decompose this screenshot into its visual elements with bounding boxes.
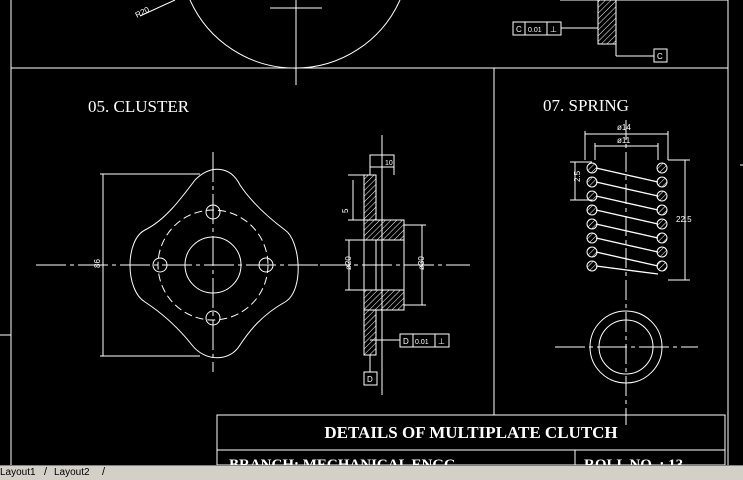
svg-text:C: C [657, 52, 663, 61]
roll-number-label: ROLL NO. : 13 [584, 457, 683, 465]
svg-text:5: 5 [341, 208, 350, 213]
cluster-tolerance-frame: D 0.01 ⊥ [399, 333, 450, 348]
cluster-section-view: 10 5 ø20 ø30 [320, 135, 470, 395]
svg-text:C: C [516, 25, 522, 34]
cluster-datum-box: D [363, 371, 378, 386]
cluster-front-view: 86 [36, 152, 328, 372]
tab-layout2[interactable]: Layout2 [54, 467, 90, 478]
svg-text:ø30: ø30 [417, 256, 426, 270]
spring-top-view [555, 310, 698, 384]
svg-text:D: D [403, 337, 409, 346]
cad-drawing: R20 C 0.01 ⊥ C 05. CLUSTER 86 [0, 0, 743, 465]
svg-text:22.5: 22.5 [676, 215, 692, 224]
drawing-canvas[interactable]: R20 C 0.01 ⊥ C 05. CLUSTER 86 [0, 0, 743, 465]
svg-text:2.5: 2.5 [573, 170, 582, 182]
svg-text:D: D [367, 375, 373, 384]
spring-title: 07. SPRING [543, 96, 629, 115]
title-block [216, 414, 726, 465]
svg-text:⊥: ⊥ [550, 25, 557, 34]
svg-text:ø11: ø11 [617, 136, 631, 145]
tab-separator: / [44, 466, 48, 478]
svg-text:10: 10 [385, 160, 393, 167]
svg-text:0.01: 0.01 [415, 339, 429, 346]
layout-tab-bar: Layout1 / Layout2 / [0, 465, 743, 480]
svg-text:⊥: ⊥ [438, 337, 445, 346]
drawing-title: DETAILS OF MULTIPLATE CLUTCH [324, 423, 617, 442]
svg-text:ø20: ø20 [344, 256, 353, 270]
frame-lines [0, 0, 743, 465]
tab-separator: / [102, 466, 106, 478]
tab-layout1[interactable]: Layout1 [0, 467, 36, 478]
top-datum-box: C [653, 48, 668, 63]
branch-label: BRANCH: MECHANICAL ENGG [229, 457, 456, 465]
svg-text:86: 86 [93, 259, 102, 268]
cluster-title: 05. CLUSTER [88, 97, 190, 116]
svg-text:0.01: 0.01 [528, 27, 542, 34]
top-partial-view: R20 [134, 0, 728, 85]
spring-front-view: ø14 ø11 2.5 22.5 [570, 120, 692, 425]
top-tolerance-frame: C 0.01 ⊥ [512, 21, 598, 36]
radius-label: R20 [134, 5, 152, 20]
svg-text:ø14: ø14 [617, 123, 631, 132]
